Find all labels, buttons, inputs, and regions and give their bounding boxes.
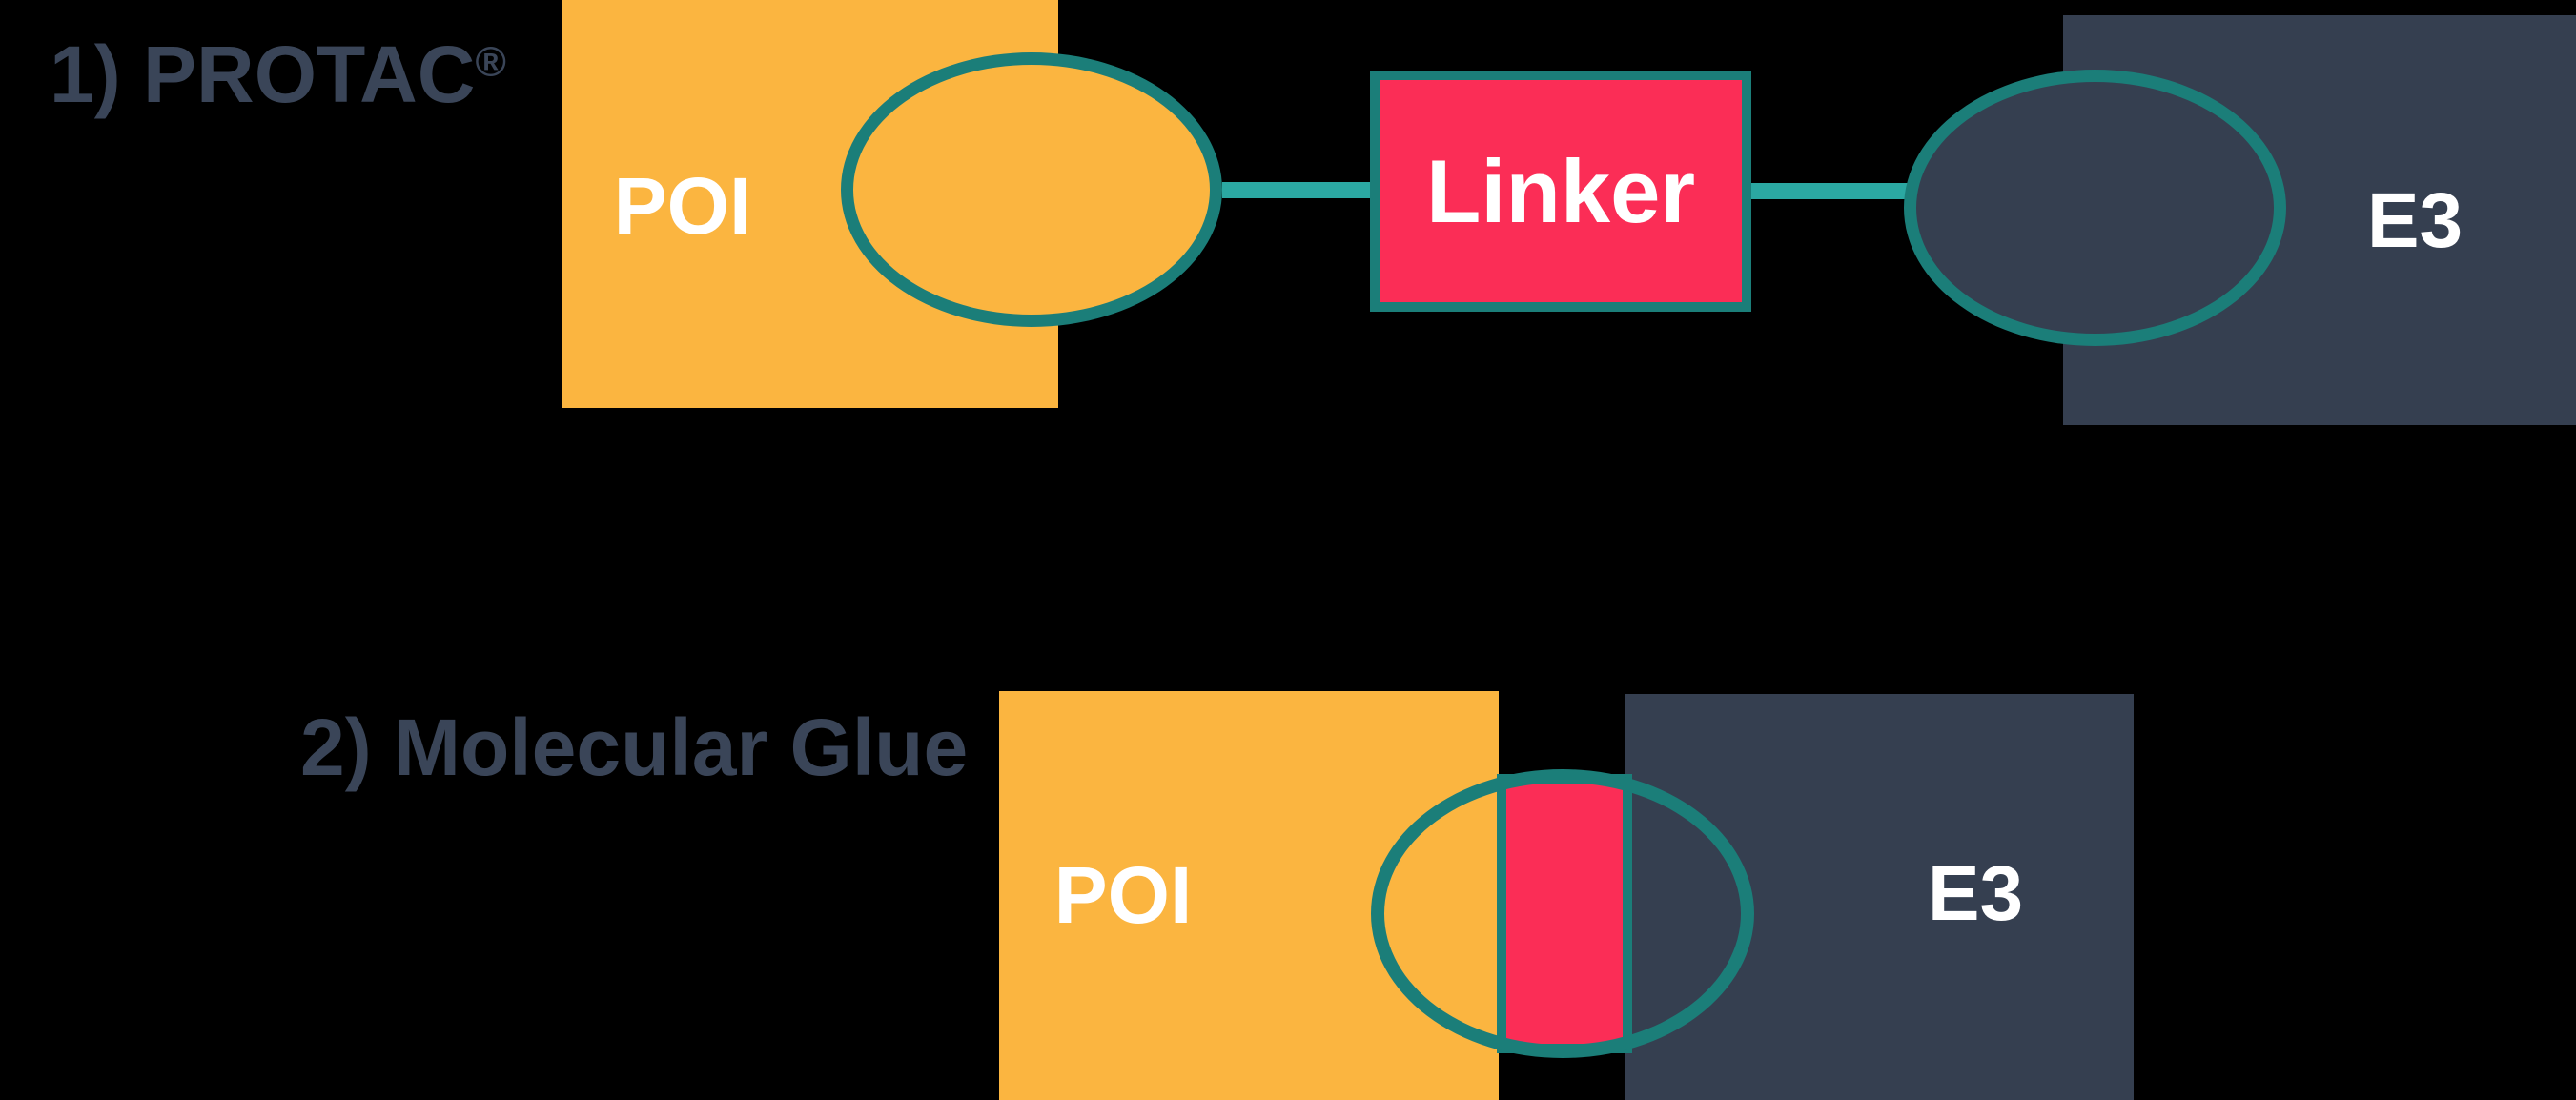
protac-linker-box: Linker: [1370, 71, 1751, 312]
protac-connector-left: [1222, 182, 1375, 198]
protac-e3-label: E3: [2366, 177, 2464, 264]
protac-poi-label: POI: [613, 161, 752, 251]
glue-poi-label: POI: [1053, 850, 1193, 940]
protac-connector-right: [1747, 183, 1909, 199]
registered-trademark-symbol: ®: [475, 38, 506, 86]
protac-heading-text: 1) PROTAC: [50, 30, 476, 119]
protac-poi-binder-ellipse: [841, 52, 1222, 327]
linker-label: Linker: [1425, 140, 1696, 241]
glue-binder-circle: [1371, 769, 1754, 1058]
protac-heading: 1) PROTAC®: [50, 34, 506, 114]
glue-e3-label: E3: [1927, 850, 2024, 937]
molecular-glue-heading: 2) Molecular Glue: [300, 703, 969, 792]
protac-e3-binder-ellipse: [1904, 70, 2286, 346]
